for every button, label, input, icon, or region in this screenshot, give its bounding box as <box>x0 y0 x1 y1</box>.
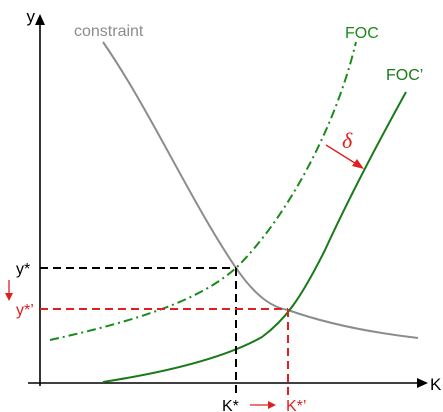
delta-label: δ <box>342 128 353 153</box>
k-star-prime-label: K*’ <box>286 398 306 412</box>
y-axis-label: y <box>27 7 36 26</box>
constraint-curve <box>102 41 419 339</box>
y-axis-arrowhead <box>35 14 45 25</box>
k-star-label: K* <box>222 398 239 412</box>
foc-curve <box>49 41 357 341</box>
k-shift-arrowhead <box>268 401 276 409</box>
y-shift-arrowhead <box>5 293 13 301</box>
shift-arrow <box>325 144 359 166</box>
x-axis-arrowhead <box>417 378 428 388</box>
foc-prime-label: FOC’ <box>386 67 423 84</box>
foc-prime-curve <box>102 91 407 383</box>
constraint-label: constraint <box>74 23 144 40</box>
x-axis-label: K <box>430 375 442 394</box>
y-star-prime-label: y*’ <box>16 302 34 319</box>
y-star-label: y* <box>16 261 30 278</box>
foc-label: FOC <box>345 25 379 42</box>
shift-arrowhead <box>352 159 364 169</box>
